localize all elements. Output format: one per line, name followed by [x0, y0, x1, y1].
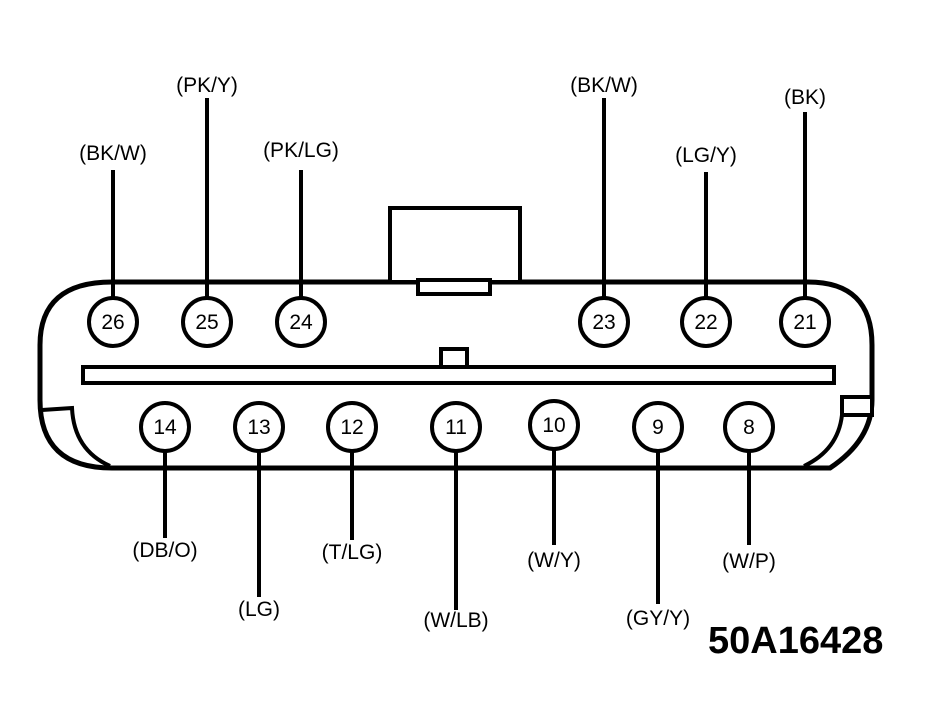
pin-circle — [528, 399, 580, 451]
wire-color-label: (W/LB) — [423, 609, 488, 632]
pin-9: 9 (GY/Y) — [626, 401, 690, 630]
pin-circle — [275, 296, 327, 348]
pin-11: 11 (W/LB) — [423, 401, 489, 632]
wire-color-label: (LG) — [238, 598, 280, 621]
connector-body — [37, 279, 875, 471]
pin-number: 23 — [592, 311, 615, 334]
left-notch — [41, 405, 111, 468]
pin-circle — [139, 401, 191, 453]
right-tab — [840, 395, 874, 417]
pin-number: 14 — [153, 416, 177, 439]
pin-22: 22 (LG/Y) — [675, 144, 737, 348]
wire-color-label: (BK/W) — [79, 142, 147, 165]
pin-number: 11 — [445, 416, 467, 439]
pin-23: 23 (BK/W) — [570, 74, 638, 348]
pin-10: 10 (W/Y) — [527, 399, 581, 572]
pin-25: 25 (PK/Y) — [176, 74, 238, 348]
locking-tab — [388, 206, 522, 284]
pin-12: 12 (T/LG) — [322, 401, 383, 564]
pin-number: 10 — [542, 414, 565, 437]
pin-number: 8 — [743, 416, 755, 439]
bottom-pin-row: 14 (DB/O) 13 (LG) 12 (T/LG) 11 (W/LB) 10 (W/Y) 9 (G… — [132, 399, 776, 632]
pin-number: 21 — [793, 311, 816, 334]
wire-color-label: (T/LG) — [322, 541, 383, 564]
wire-color-label: (DB/O) — [132, 539, 197, 562]
wire-color-label: (W/P) — [722, 550, 776, 573]
top-pin-row: 26 (BK/W) 25 (PK/Y) 24 (PK/LG) 23 (BK/W) 22 (LG/Y… — [79, 74, 831, 348]
pin-circle — [680, 296, 732, 348]
figure-id: 50A16428 — [708, 620, 883, 662]
divider-key — [439, 347, 469, 369]
pin-number: 22 — [694, 311, 717, 334]
pin-circle — [326, 401, 378, 453]
wire-color-label: (BK/W) — [570, 74, 638, 97]
wire-color-label: (PK/Y) — [176, 74, 238, 97]
pin-circle — [578, 296, 630, 348]
divider-bar — [81, 365, 836, 385]
wire-color-label: (PK/LG) — [263, 139, 339, 162]
pin-number: 26 — [101, 311, 124, 334]
pin-13: 13 (LG) — [233, 401, 285, 621]
pin-21: 21 (BK) — [779, 86, 831, 348]
pin-number: 24 — [289, 311, 313, 334]
wire-color-label: (BK) — [784, 86, 826, 109]
pin-circle — [87, 296, 139, 348]
pin-8: 8 (W/P) — [722, 401, 776, 573]
pin-circle — [181, 296, 233, 348]
pin-circle — [723, 401, 775, 453]
pin-number: 12 — [340, 416, 363, 439]
pin-number: 25 — [195, 311, 218, 334]
pin-number: 13 — [247, 416, 270, 439]
pin-26: 26 (BK/W) — [79, 142, 147, 348]
wire-color-label: (W/Y) — [527, 549, 581, 572]
pin-circle — [632, 401, 684, 453]
right-notch — [803, 414, 844, 468]
wire-color-label: (GY/Y) — [626, 607, 690, 630]
pin-24: 24 (PK/LG) — [263, 139, 339, 348]
locking-tab-latch — [416, 278, 492, 296]
pin-circle — [779, 296, 831, 348]
pin-number: 9 — [652, 416, 664, 439]
pin-14: 14 (DB/O) — [132, 401, 198, 562]
pin-circle — [233, 401, 285, 453]
pin-circle — [430, 401, 482, 453]
wire-color-label: (LG/Y) — [675, 144, 737, 167]
